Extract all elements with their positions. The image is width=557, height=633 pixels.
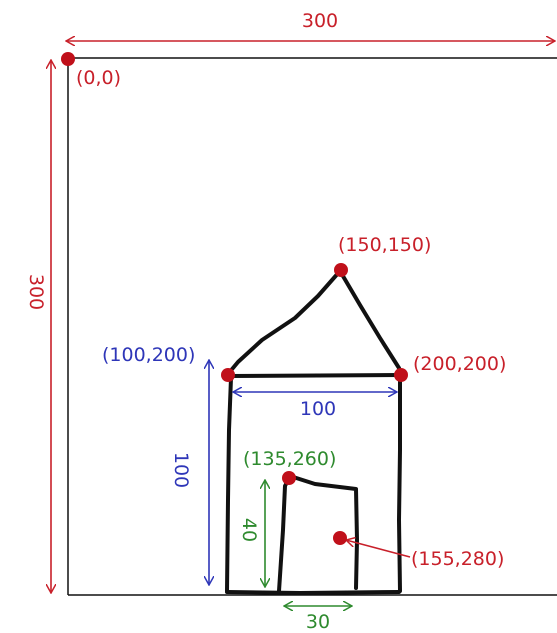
house-outline: [225, 269, 403, 595]
door-width-label: 30: [306, 611, 330, 633]
house-top-edge: [227, 373, 403, 378]
canvas-width-label: 300: [302, 10, 338, 32]
roof-peak-point: [334, 263, 348, 277]
roof-peak-label: (150,150): [338, 234, 431, 256]
canvas-frame: [67, 57, 557, 596]
house-left-wall: [225, 376, 233, 593]
canvas-height-label: 300: [25, 274, 47, 310]
door-top-left-point: [282, 471, 296, 485]
house-floor: [225, 590, 401, 595]
door-top-left-label: (135,260): [243, 448, 336, 470]
door-center-pointer-arrow: [346, 540, 411, 558]
house-width-label: 100: [300, 398, 336, 420]
house-roof: [226, 269, 401, 376]
coordinate-points: [61, 52, 408, 545]
house-top-right-label: (200,200): [413, 353, 506, 375]
house-top-right-point: [394, 368, 408, 382]
door-center-label: (155,280): [411, 548, 504, 570]
house-right-wall: [397, 376, 402, 593]
door-center-point: [333, 531, 347, 545]
door-outline: [277, 474, 359, 593]
house-top-left-point: [221, 368, 235, 382]
house-top-left-label: (100,200): [102, 344, 195, 366]
origin-label: (0,0): [76, 67, 121, 89]
door-height-label: 40: [238, 518, 260, 542]
house-height-label: 100: [170, 452, 192, 488]
origin-point: [61, 52, 75, 66]
